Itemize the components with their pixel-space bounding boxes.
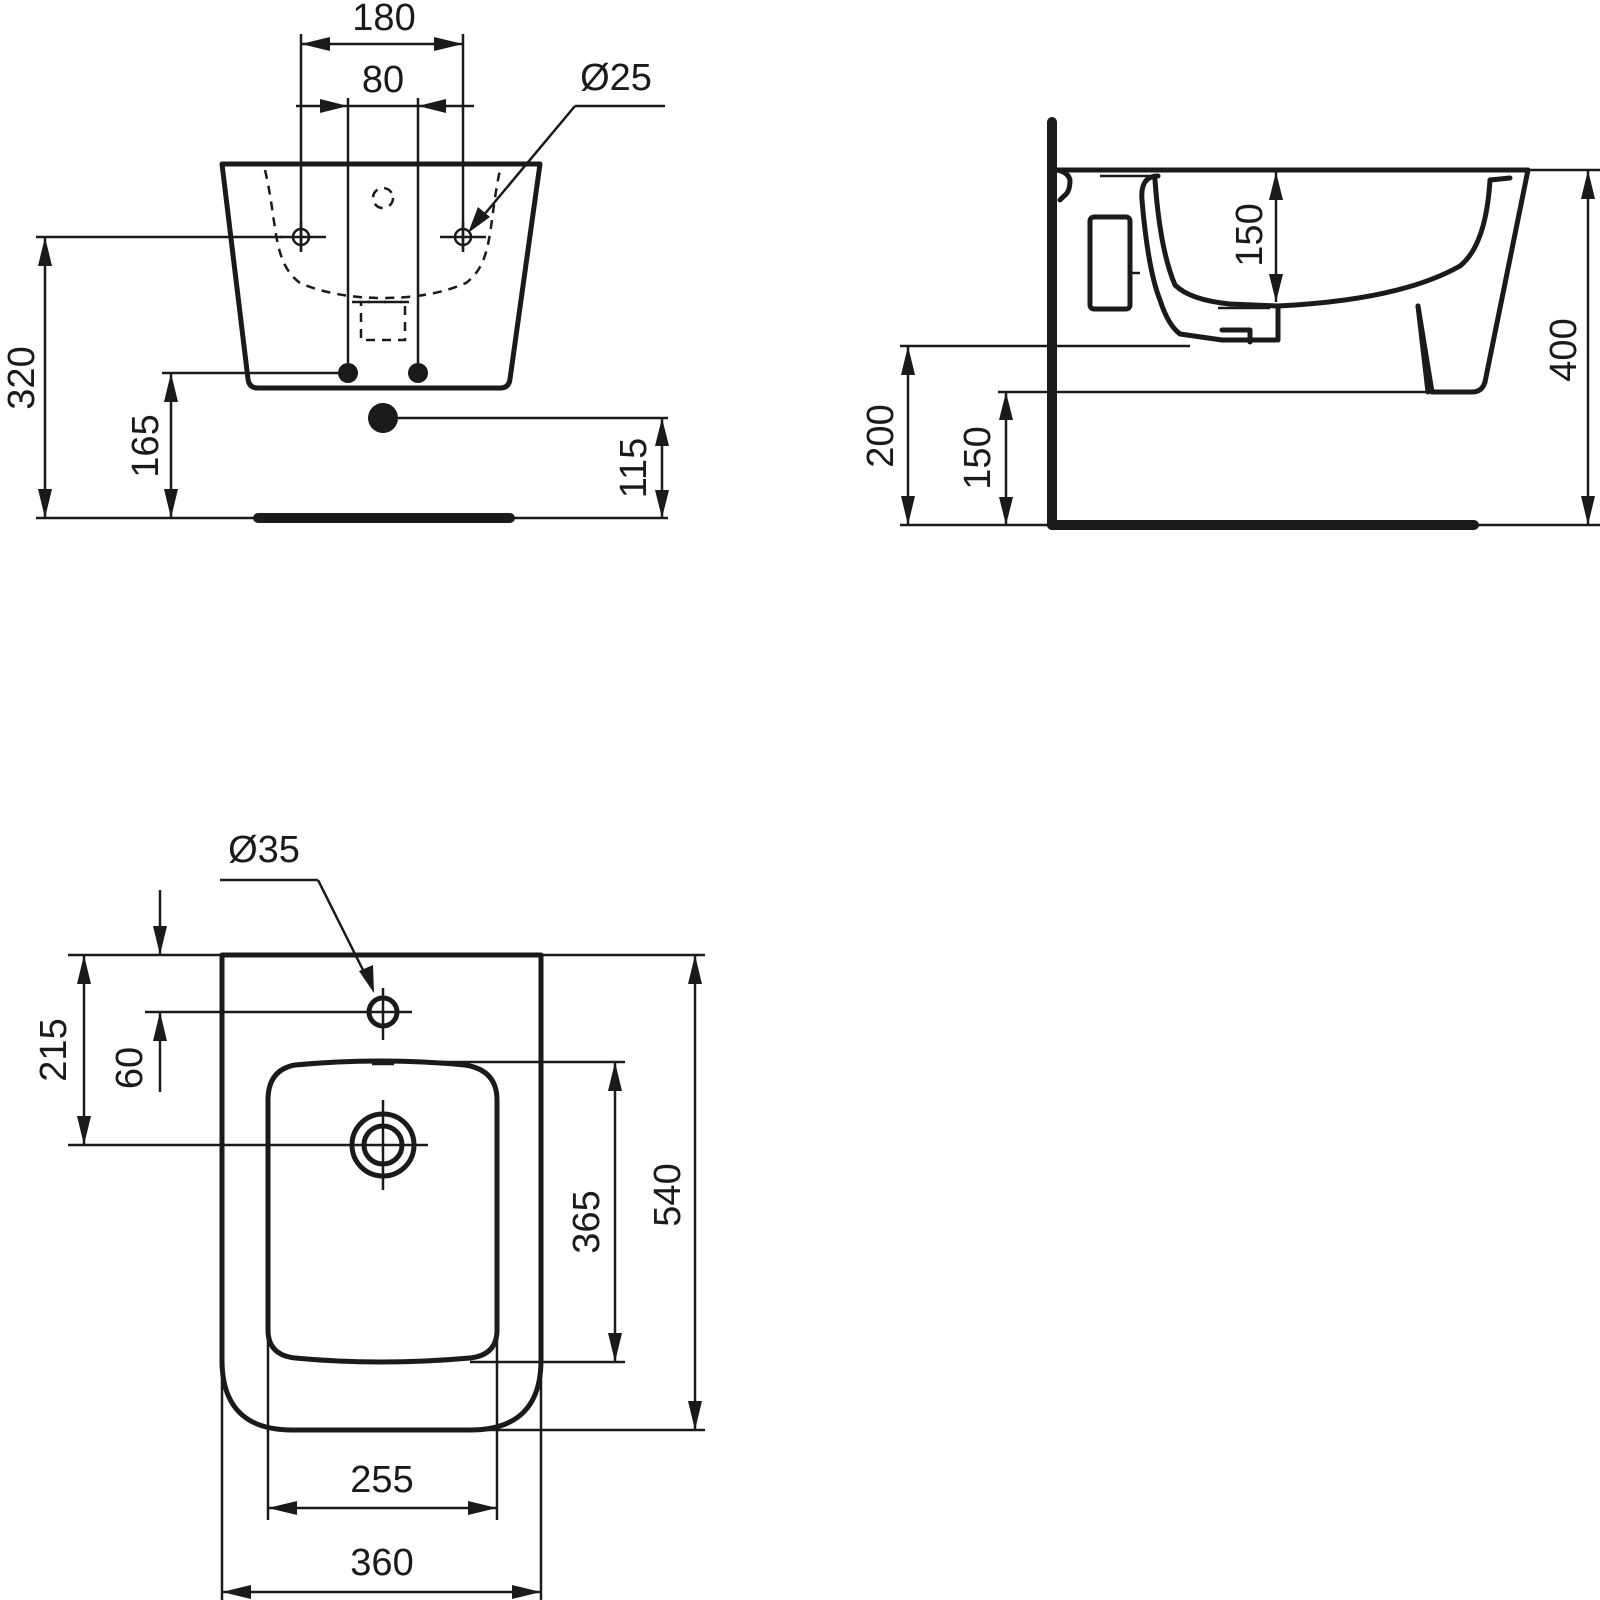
dim-80-label: 80	[362, 59, 404, 101]
front-tap-hole	[371, 186, 395, 210]
front-hidden-drain	[359, 300, 407, 342]
side-syphon-pipe	[1219, 327, 1253, 345]
dim-150-bowl-label: 150	[1229, 203, 1271, 266]
side-syphon-outer	[1139, 173, 1281, 343]
front-waste-pipe	[368, 403, 398, 433]
top-tap-hole	[145, 988, 412, 1040]
side-view: 150 400 200 150	[860, 117, 1600, 530]
dim-150-floor-label: 150	[957, 426, 999, 489]
dim-d25: Ø25	[468, 57, 665, 233]
front-body-outline	[219, 161, 543, 391]
dim-365-label: 365	[566, 1190, 608, 1253]
front-view: 180 80 Ø25 320	[1, 0, 669, 523]
dim-365: 365	[566, 1062, 622, 1362]
dim-215-label: 215	[33, 1018, 75, 1081]
top-view: Ø35 215 60 365 540	[33, 829, 705, 1600]
side-body-outline	[1054, 167, 1531, 395]
side-bowl-rim-inner	[1487, 175, 1513, 183]
dim-60: 60	[109, 890, 167, 1092]
dim-180-label: 180	[352, 0, 415, 39]
side-bowl-inner	[1152, 177, 1493, 309]
dim-360: 360	[222, 1542, 541, 1599]
front-mount-hole-left	[280, 222, 326, 252]
dim-360-label: 360	[350, 1542, 413, 1584]
dim-d35-label: Ø35	[228, 829, 300, 871]
dim-200-label: 200	[860, 404, 902, 467]
dim-150-bowl: 150	[1229, 172, 1283, 302]
front-supply-pipe-right	[408, 363, 428, 383]
dim-60-label: 60	[109, 1047, 151, 1089]
dim-80: 80	[296, 59, 474, 113]
dim-d25-label: Ø25	[580, 57, 652, 99]
dim-540-label: 540	[647, 1163, 689, 1226]
front-supply-pipe-left	[338, 363, 358, 383]
dim-165: 165	[125, 371, 340, 518]
dim-400-label: 400	[1543, 318, 1585, 381]
side-rim	[1100, 174, 1270, 310]
top-drain	[68, 1100, 428, 1190]
dim-320-label: 320	[1, 346, 43, 409]
dim-115-label: 115	[613, 438, 655, 499]
front-hidden-bowl	[263, 169, 502, 300]
dim-d35: Ø35	[220, 829, 374, 993]
side-wall-mount-box	[1087, 214, 1133, 312]
dim-115: 115	[398, 416, 669, 520]
dim-165-label: 165	[125, 414, 167, 477]
dim-150-floor: 150	[957, 390, 1432, 525]
dim-540: 540	[647, 955, 702, 1430]
dim-320: 320	[1, 235, 282, 520]
dim-180: 180	[301, 0, 463, 51]
dim-215: 215	[33, 955, 91, 1145]
dim-255-label: 255	[350, 1459, 413, 1501]
dim-255: 255	[268, 1459, 497, 1515]
dim-400: 400	[1474, 168, 1600, 527]
side-wall-flange	[1054, 167, 1073, 203]
dim-200: 200	[860, 344, 1190, 527]
side-support-leg	[1415, 303, 1431, 395]
